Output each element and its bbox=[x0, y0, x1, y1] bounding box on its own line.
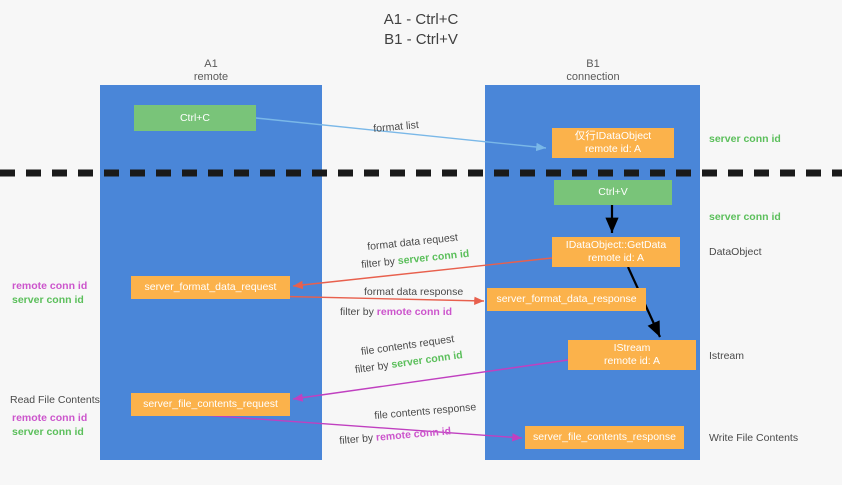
label-format-data-response-filter: filter by remote conn id bbox=[340, 305, 452, 319]
box-server-format-data-response[interactable]: server_format_data_response bbox=[487, 288, 646, 311]
box-idataobject-getdata[interactable]: IDataObject::GetData remote id: A bbox=[552, 237, 680, 267]
label-file-contents-response-filter: filter by remote conn id bbox=[339, 424, 452, 448]
label-format-list: format list bbox=[372, 119, 420, 136]
box-idataobject-top-line1: 仅行IDataObject bbox=[574, 130, 652, 142]
right-label-dataobject: DataObject bbox=[709, 246, 762, 258]
box-ctrl-v-label: Ctrl+V bbox=[598, 186, 628, 198]
right-label-istream: Istream bbox=[709, 350, 745, 362]
left-remote-conn-id-1: remote conn id bbox=[12, 280, 88, 292]
right-server-conn-id-mid-text: server conn id bbox=[709, 211, 781, 223]
lane-a1-name: A1 bbox=[204, 58, 218, 70]
box-idataobject-top[interactable]: 仅行IDataObject remote id: A bbox=[552, 128, 674, 158]
lane-b1-name: B1 bbox=[586, 58, 600, 70]
left-server-conn-id-2: server conn id bbox=[12, 426, 84, 438]
label-file-contents-response: file contents response bbox=[373, 401, 477, 423]
box-getdata-line1: IDataObject::GetData bbox=[565, 239, 667, 251]
lane-header-a1: A1 remote bbox=[121, 58, 301, 84]
lane-b1-sub: connection bbox=[566, 71, 620, 83]
box-server-file-contents-response-label: server_file_contents_response bbox=[532, 431, 676, 443]
server-conn-id-text-1: server conn id bbox=[397, 247, 470, 268]
box-istream[interactable]: IStream remote id: A bbox=[568, 340, 696, 370]
box-istream-line2: remote id: A bbox=[603, 355, 661, 367]
box-server-file-contents-request-label: server_file_contents_request bbox=[143, 398, 278, 410]
box-ctrl-c[interactable]: Ctrl+C bbox=[134, 105, 256, 131]
title-line-2: B1 - Ctrl+V bbox=[384, 31, 458, 48]
right-server-conn-id-top-text: server conn id bbox=[709, 133, 781, 145]
label-format-data-response: format data response bbox=[364, 286, 464, 298]
remote-conn-id-text-2: remote conn id bbox=[375, 425, 452, 444]
left-remote-conn-id-2: remote conn id bbox=[12, 412, 88, 424]
lane-a1-sub: remote bbox=[193, 71, 229, 83]
right-label-server-conn-id-mid: server conn id bbox=[709, 210, 781, 224]
right-label-write-file-contents: Write File Contents bbox=[709, 432, 799, 444]
remote-conn-id-text-1: remote conn id bbox=[376, 306, 453, 318]
lane-header-b1: B1 connection bbox=[503, 58, 683, 84]
filter-by-text-2: filter by bbox=[340, 306, 377, 318]
box-server-file-contents-response[interactable]: server_file_contents_response bbox=[525, 426, 684, 449]
box-istream-line1: IStream bbox=[613, 342, 651, 354]
left-server-conn-id-1: server conn id bbox=[12, 294, 84, 306]
box-server-file-contents-request[interactable]: server_file_contents_request bbox=[131, 393, 290, 416]
box-ctrl-c-label: Ctrl+C bbox=[179, 111, 211, 124]
box-getdata-line2: remote id: A bbox=[587, 252, 645, 264]
filter-by-text-4: filter by bbox=[338, 431, 377, 448]
left-label-conn-ids-1: remote conn id server conn id bbox=[12, 279, 87, 307]
box-server-format-data-request-label: server_format_data_request bbox=[144, 281, 277, 293]
right-label-server-conn-id-top: server conn id bbox=[709, 132, 781, 146]
left-label-read-file-contents: Read File Contents bbox=[10, 394, 100, 406]
box-server-format-data-response-label: server_format_data_response bbox=[496, 293, 637, 305]
left-label-conn-ids-2: remote conn id server conn id bbox=[12, 411, 87, 439]
filter-by-text-3: filter by bbox=[354, 359, 393, 377]
box-server-format-data-request[interactable]: server_format_data_request bbox=[131, 276, 290, 299]
page-title: A1 - Ctrl+C B1 - Ctrl+V bbox=[0, 10, 842, 50]
box-ctrl-v[interactable]: Ctrl+V bbox=[554, 180, 672, 205]
box-idataobject-top-line2: remote id: A bbox=[584, 143, 642, 155]
filter-by-text-1: filter by bbox=[360, 255, 399, 272]
title-line-1: A1 - Ctrl+C bbox=[383, 11, 459, 28]
